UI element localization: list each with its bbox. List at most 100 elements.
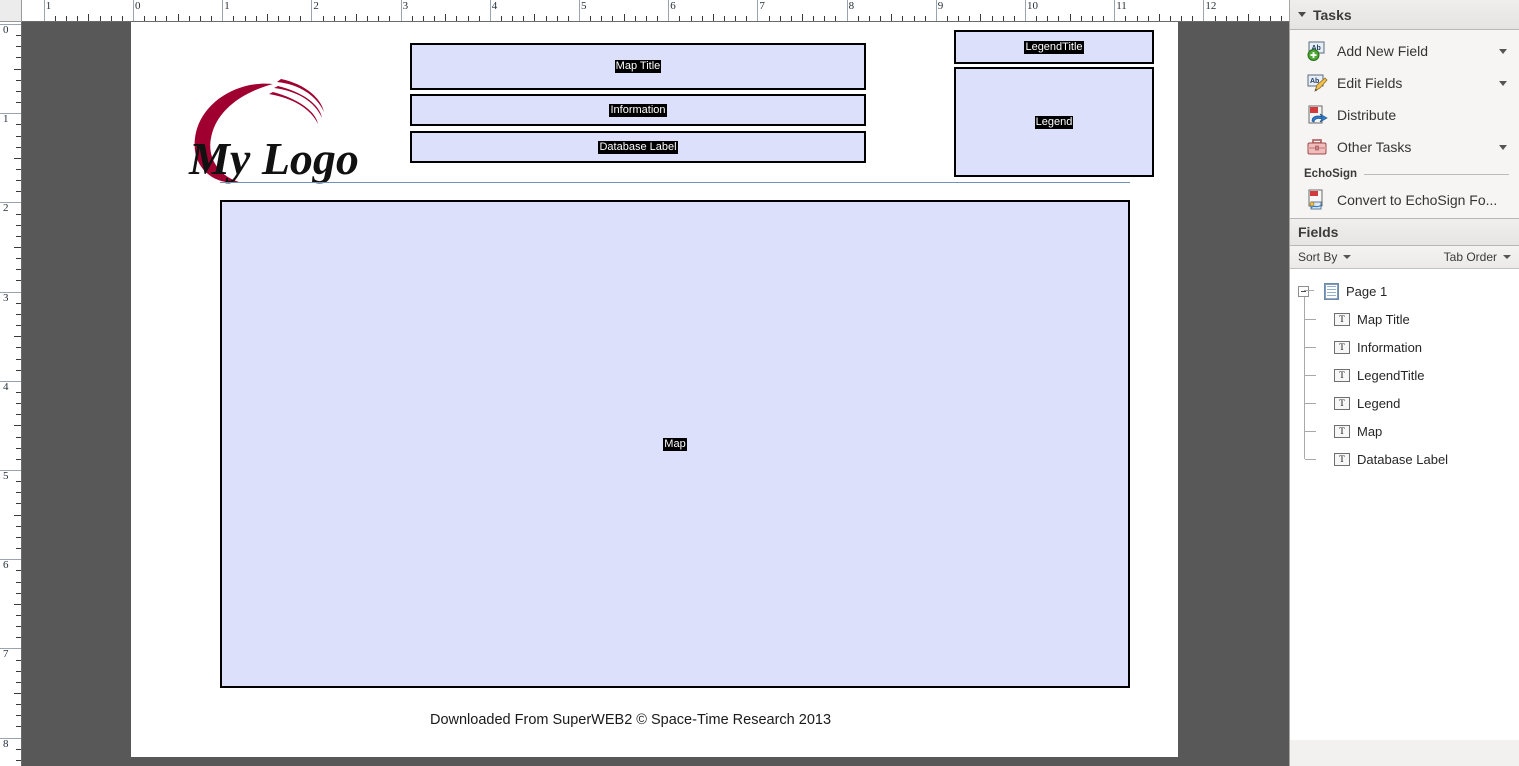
tree-item-database-label[interactable]: T Database Label xyxy=(1290,445,1519,473)
field-box-map[interactable]: Map xyxy=(220,200,1130,688)
ruler-tick-minor xyxy=(1091,16,1093,21)
task-label-edit-fields: Edit Fields xyxy=(1337,75,1403,91)
field-box-map-title[interactable]: Map Title xyxy=(410,43,866,90)
ruler-tick-minor xyxy=(467,16,469,21)
fields-panel-title: Fields xyxy=(1298,224,1339,240)
ruler-tick-minor xyxy=(378,16,380,21)
ruler-tick-minor xyxy=(545,16,547,21)
tree-item-map-title[interactable]: T Map Title xyxy=(1290,305,1519,333)
collapse-expander-icon[interactable] xyxy=(1298,285,1309,297)
chevron-down-icon[interactable] xyxy=(1499,48,1507,54)
ruler-tick-minor xyxy=(991,16,993,21)
task-item-convert-to-echosign[interactable]: Convert to EchoSign Fo... xyxy=(1290,182,1519,218)
ruler-tick-major xyxy=(0,291,21,293)
ruler-tick-minor xyxy=(16,759,21,761)
ruler-tick-minor xyxy=(880,16,882,21)
ruler-tick-minor xyxy=(1169,16,1171,21)
tasks-panel-body: Ab Add New Field Ab xyxy=(1290,30,1519,218)
ruler-tick-minor xyxy=(1103,16,1105,21)
ruler-tick-minor xyxy=(701,16,703,21)
field-box-legend-title[interactable]: LegendTitle xyxy=(954,30,1154,64)
ruler-tick-minor xyxy=(16,235,21,237)
tab-order-label: Tab Order xyxy=(1443,250,1497,264)
chevron-down-icon[interactable] xyxy=(1499,80,1507,86)
ruler-tick-major xyxy=(133,0,134,21)
ruler-tick-minor xyxy=(16,458,21,460)
ruler-tick-minor xyxy=(1158,14,1160,21)
chevron-down-icon xyxy=(1503,255,1511,259)
ruler-tick-minor xyxy=(367,16,369,21)
task-item-add-new-field[interactable]: Ab Add New Field xyxy=(1290,35,1519,67)
ruler-tick-minor xyxy=(16,492,21,494)
ruler-tick-minor xyxy=(478,16,480,21)
ruler-tick-minor xyxy=(110,16,112,21)
svg-text:Ab: Ab xyxy=(1312,45,1321,52)
ruler-tick-minor xyxy=(14,157,21,159)
ruler-tick-minor xyxy=(16,90,21,92)
tasks-panel-header[interactable]: Tasks xyxy=(1290,0,1519,30)
tree-item-legend[interactable]: T Legend xyxy=(1290,389,1519,417)
ruler-tick-minor xyxy=(16,548,21,550)
tree-connector-branch xyxy=(1305,459,1316,460)
tree-label-page-1: Page 1 xyxy=(1346,283,1388,299)
ruler-tick-minor xyxy=(277,16,279,21)
tree-connector-stub xyxy=(1304,290,1314,291)
ruler-tick-minor xyxy=(1281,16,1283,21)
page-icon xyxy=(1324,282,1339,300)
ruler-tick-major xyxy=(489,0,491,21)
ruler-tick-minor xyxy=(14,693,21,694)
fields-tree[interactable]: Page 1 T Map Title T Information T Legen… xyxy=(1290,269,1519,740)
ruler-tick-minor xyxy=(523,16,525,21)
tree-item-map[interactable]: T Map xyxy=(1290,417,1519,445)
distribute-icon xyxy=(1306,104,1328,126)
ruler-tick-minor xyxy=(16,135,21,137)
task-item-edit-fields[interactable]: Ab Edit Fields xyxy=(1290,67,1519,99)
ruler-tick-minor xyxy=(567,16,569,21)
ruler-tick-minor xyxy=(868,16,870,21)
field-box-information[interactable]: Information xyxy=(410,94,866,126)
ruler-tick-minor xyxy=(679,16,681,21)
task-item-distribute[interactable]: Distribute xyxy=(1290,99,1519,131)
other-tasks-icon xyxy=(1306,136,1328,158)
ruler-tick-minor xyxy=(16,581,21,583)
ruler-tick-minor xyxy=(1270,16,1272,21)
ruler-tick-minor xyxy=(1136,16,1138,21)
tree-label-legend-title: LegendTitle xyxy=(1357,367,1425,383)
tab-order-dropdown[interactable]: Tab Order xyxy=(1444,250,1511,264)
ruler-tick-minor xyxy=(16,403,21,405)
ruler-label: 11 xyxy=(1116,0,1127,12)
tree-item-page-1[interactable]: Page 1 xyxy=(1290,277,1519,305)
ruler-tick-minor xyxy=(16,269,21,271)
tree-item-information[interactable]: T Information xyxy=(1290,333,1519,361)
tree-connector-branch xyxy=(1305,375,1316,376)
task-item-other-tasks[interactable]: Other Tasks xyxy=(1290,131,1519,163)
tree-connector-branch xyxy=(1305,403,1316,404)
ruler-label: 1 xyxy=(45,0,52,12)
edit-fields-icon: Ab xyxy=(1306,72,1328,94)
tree-label-database-label: Database Label xyxy=(1357,451,1449,467)
ruler-tick-minor xyxy=(16,358,21,360)
page-sheet[interactable]: My Logo Map Title Information Database L… xyxy=(131,22,1178,757)
ruler-tick-minor xyxy=(322,16,324,21)
field-box-legend[interactable]: Legend xyxy=(954,67,1154,177)
ruler-tick-minor xyxy=(16,704,21,706)
ruler-tick-minor xyxy=(1013,16,1015,21)
ruler-tick-minor xyxy=(1047,16,1049,21)
text-field-icon: T xyxy=(1334,424,1350,438)
design-canvas[interactable]: My Logo Map Title Information Database L… xyxy=(22,22,1289,766)
ruler-tick-minor xyxy=(1248,14,1249,21)
sort-by-dropdown[interactable]: Sort By xyxy=(1298,250,1352,264)
ruler-label: 0 xyxy=(3,24,9,36)
text-field-icon: T xyxy=(1334,312,1350,326)
chevron-down-icon[interactable] xyxy=(1499,144,1507,150)
field-label-map: Map xyxy=(663,437,687,451)
ruler-tick-major xyxy=(1114,0,1116,21)
ruler-label: 5 xyxy=(581,0,587,12)
field-box-database-label[interactable]: Database Label xyxy=(410,131,866,163)
ruler-label: 8 xyxy=(3,737,9,750)
ruler-tick-minor xyxy=(735,16,737,21)
tree-label-map-title: Map Title xyxy=(1357,311,1410,327)
tree-item-legend-title[interactable]: T LegendTitle xyxy=(1290,361,1519,389)
